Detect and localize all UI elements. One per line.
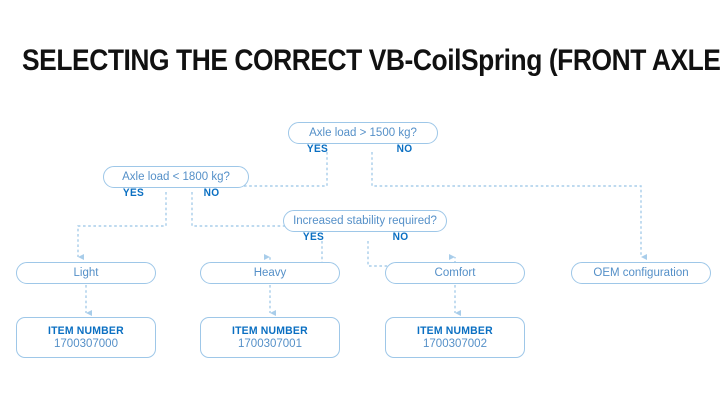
item-number-title: ITEM NUMBER (417, 325, 493, 337)
branch-label-d2-yes: YES (122, 187, 145, 199)
wire-d1-no (371, 152, 647, 260)
result-label: OEM configuration (593, 267, 689, 279)
decision-label: Increased stability required? (293, 215, 437, 227)
branch-label-d1-no: NO (396, 143, 413, 155)
page-title: SELECTING THE CORRECT VB-CoilSpring (FRO… (22, 44, 720, 77)
decision-node-axle-load-1800[interactable]: Axle load < 1800 kg? (103, 166, 249, 188)
result-node-comfort[interactable]: Comfort (385, 262, 525, 284)
decision-label: Axle load > 1500 kg? (309, 127, 417, 139)
branch-label-d3-yes: YES (302, 231, 325, 243)
wire-d3-yes (264, 241, 323, 267)
wire-d1-yes (175, 152, 328, 187)
branch-label-d1-yes: YES (306, 143, 329, 155)
item-number-box-light[interactable]: ITEM NUMBER 1700307000 (16, 317, 156, 358)
decision-node-axle-load-1500[interactable]: Axle load > 1500 kg? (288, 122, 438, 144)
item-number-value: 1700307002 (423, 338, 487, 350)
wire-d2-yes (77, 192, 167, 260)
item-number-box-comfort[interactable]: ITEM NUMBER 1700307002 (385, 317, 525, 358)
item-number-title: ITEM NUMBER (232, 325, 308, 337)
branch-label-d2-no: NO (203, 187, 220, 199)
item-number-value: 1700307000 (54, 338, 118, 350)
result-node-heavy[interactable]: Heavy (200, 262, 340, 284)
decision-node-increased-stability[interactable]: Increased stability required? (283, 210, 447, 232)
result-node-oem-configuration[interactable]: OEM configuration (571, 262, 711, 284)
branch-label-d3-no: NO (392, 231, 409, 243)
decision-label: Axle load < 1800 kg? (122, 171, 230, 183)
item-number-title: ITEM NUMBER (48, 325, 124, 337)
result-node-light[interactable]: Light (16, 262, 156, 284)
item-number-value: 1700307001 (238, 338, 302, 350)
result-label: Light (73, 267, 99, 279)
item-number-box-heavy[interactable]: ITEM NUMBER 1700307001 (200, 317, 340, 358)
result-label: Comfort (434, 267, 476, 279)
result-label: Heavy (253, 267, 287, 279)
